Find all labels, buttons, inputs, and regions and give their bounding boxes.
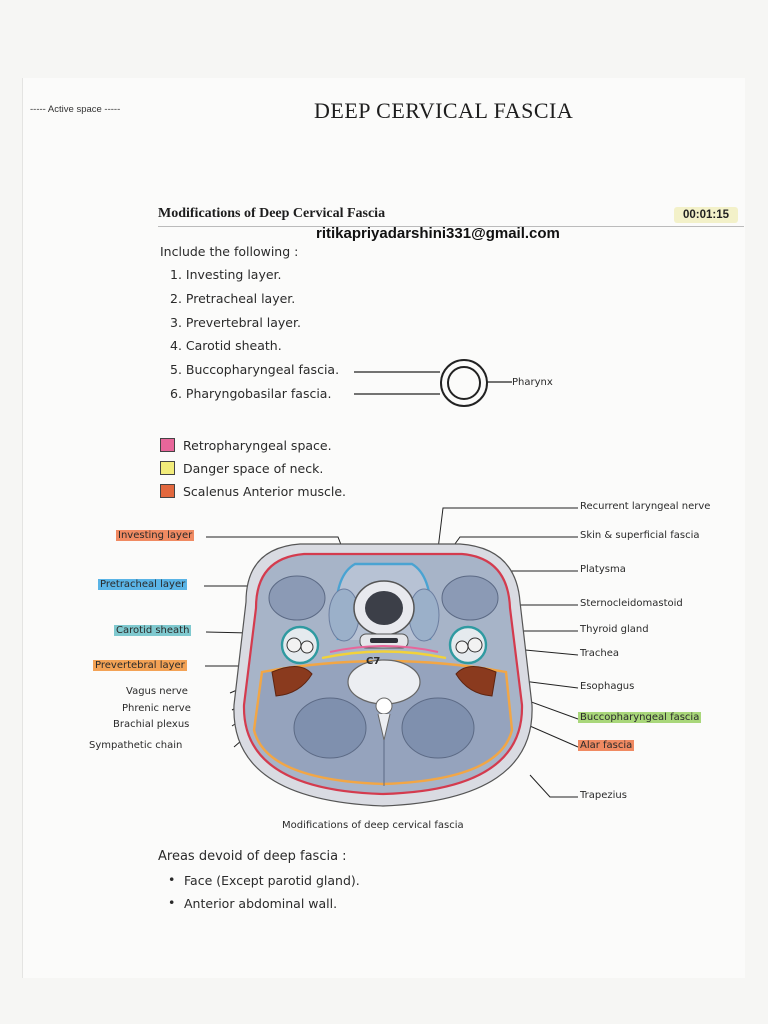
include-label: Include the following : [160,244,299,259]
list-item: 1. Investing layer. [170,267,282,282]
pharynx-label: Pharynx [512,377,553,388]
label-thyroid-gland: Thyroid gland [580,624,649,635]
legend-label: Retropharyngeal space. [183,438,332,453]
legend-swatch-retropharyngeal [160,438,175,452]
label-carotid-sheath: Carotid sheath [114,625,192,636]
bullet-icon: • [168,872,176,887]
label-vagus-nerve: Vagus nerve [126,686,188,697]
label-esophagus: Esophagus [580,681,635,692]
list-item: Face (Except parotid gland). [184,873,360,888]
label-brachial-plexus: Brachial plexus [113,719,190,730]
label-prevertebral-layer: Prevertebral layer [93,660,187,671]
label-platysma: Platysma [580,564,626,575]
label-alar-fascia: Alar fascia [578,740,635,751]
list-item: 5. Buccopharyngeal fascia. [170,362,340,377]
list-item: 4. Carotid sheath. [170,338,282,353]
bullet-icon: • [168,895,176,910]
label-recurrent-laryngeal-nerve: Recurrent laryngeal nerve [580,501,711,512]
list-item: 3. Prevertebral layer. [170,315,301,330]
label-trapezius: Trapezius [580,790,627,801]
section-title: Modifications of Deep Cervical Fascia [158,206,386,221]
label-pretracheal-layer: Pretracheal layer [98,579,188,590]
neck-cross-section-diagram [204,507,579,807]
section-divider [158,226,744,227]
legend-swatch-danger-space [160,461,175,475]
list-item: 2. Pretracheal layer. [170,291,296,306]
label-skin-superficial-fascia: Skin & superficial fascia [580,530,700,541]
page-title: DEEP CERVICAL FASCIA [314,98,574,123]
pharynx-sketch [354,359,512,407]
label-trachea: Trachea [580,648,619,659]
label-sympathetic-chain: Sympathetic chain [89,740,183,751]
label-sternocleidomastoid: Sternocleidomastoid [580,598,683,609]
page-sheet [22,78,745,978]
label-buccopharyngeal-fascia: Buccopharyngeal fascia [578,712,702,723]
label-investing-layer: Investing layer [116,530,195,541]
diagram-caption: Modifications of deep cervical fascia [282,820,464,831]
list-item: 6. Pharyngobasilar fascia. [170,386,332,401]
email-watermark: ritikapriyadarshini331@gmail.com [316,225,560,242]
timer-badge: 00:01:15 [674,207,739,223]
legend-label: Scalenus Anterior muscle. [183,484,347,499]
legend-label: Danger space of neck. [183,461,324,476]
label-phrenic-nerve: Phrenic nerve [122,703,191,714]
vertebra-label: C7 [366,656,381,667]
areas-title: Areas devoid of deep fascia : [158,849,347,864]
legend-swatch-scalenus [160,484,175,498]
list-item: Anterior abdominal wall. [184,896,338,911]
active-space-label: ----- Active space ----- [30,104,121,115]
